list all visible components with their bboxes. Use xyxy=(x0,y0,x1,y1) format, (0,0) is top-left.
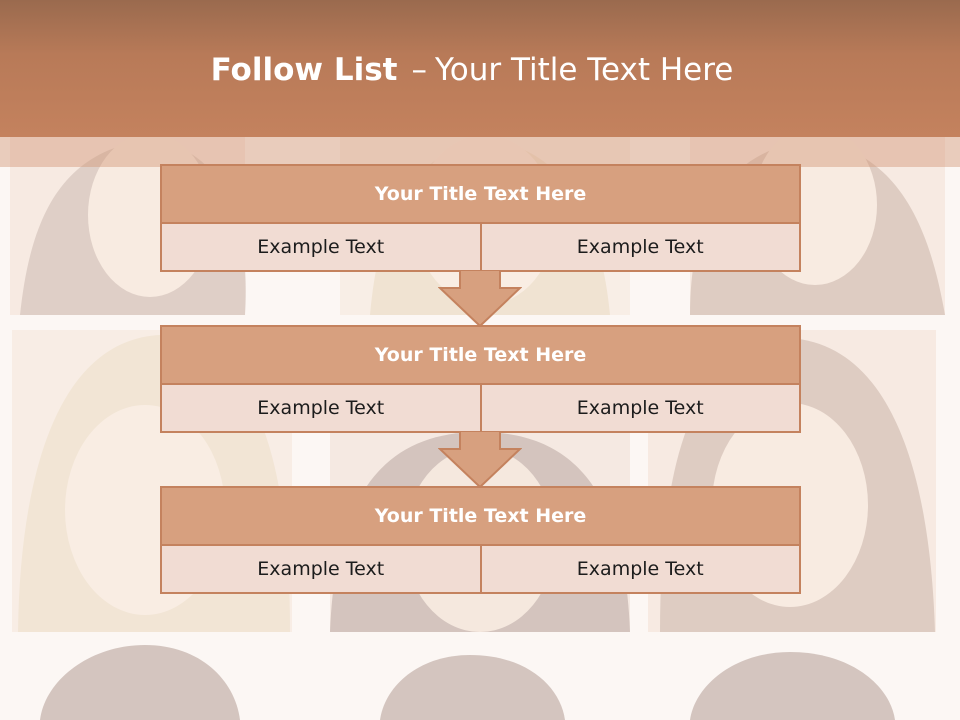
step-row: Example Text Example Text xyxy=(162,544,799,592)
step-cell-right: Example Text xyxy=(479,385,799,431)
title-band xyxy=(0,137,960,167)
step-title: Your Title Text Here xyxy=(162,488,799,544)
step-box-1: Your Title Text Here Example Text Exampl… xyxy=(160,164,801,272)
title-dash: – xyxy=(411,52,427,88)
down-arrow-icon xyxy=(438,270,522,328)
step-cell-right: Example Text xyxy=(479,224,799,270)
step-box-2: Your Title Text Here Example Text Exampl… xyxy=(160,325,801,433)
step-row: Example Text Example Text xyxy=(162,383,799,431)
down-arrow-icon xyxy=(438,431,522,489)
face-portrait xyxy=(40,645,240,720)
step-title: Your Title Text Here xyxy=(162,166,799,222)
step-cell-left: Example Text xyxy=(162,224,480,270)
title-bold-text: Follow List xyxy=(210,52,398,88)
title-bar xyxy=(0,0,960,137)
face-portrait xyxy=(380,655,565,720)
slide-title: Follow List–Your Title Text Here xyxy=(0,52,944,88)
step-cell-right: Example Text xyxy=(479,546,799,592)
step-box-3: Your Title Text Here Example Text Exampl… xyxy=(160,486,801,594)
step-cell-left: Example Text xyxy=(162,546,480,592)
face-portrait xyxy=(690,652,895,720)
step-cell-left: Example Text xyxy=(162,385,480,431)
title-rest-text: Your Title Text Here xyxy=(434,52,734,88)
step-row: Example Text Example Text xyxy=(162,222,799,270)
step-title: Your Title Text Here xyxy=(162,327,799,383)
